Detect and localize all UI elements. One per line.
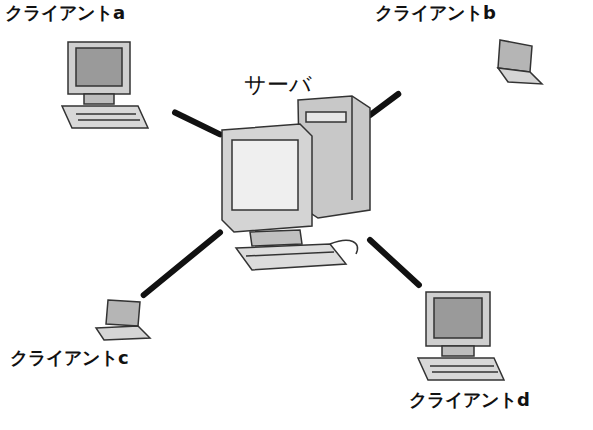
node-label: クライアントb xyxy=(375,2,496,24)
node-label: サーバ xyxy=(244,72,312,98)
server-icon xyxy=(222,96,370,270)
server-node: サーバ xyxy=(220,72,370,270)
node-label: クライアントd xyxy=(409,389,530,411)
network-cable xyxy=(370,240,419,285)
client-node: クライアントb xyxy=(375,2,545,94)
node-label: クライアントc xyxy=(10,347,129,369)
desktop-icon xyxy=(418,292,504,380)
network-cable xyxy=(175,112,220,134)
desktop-icon xyxy=(62,42,148,128)
node-label: クライアントa xyxy=(5,2,125,24)
network-cable xyxy=(370,94,398,115)
laptop-icon xyxy=(498,40,542,84)
client-node: クライアントc xyxy=(10,295,170,383)
client-node: クライアントa xyxy=(5,2,175,140)
network-cable xyxy=(144,232,220,295)
client-node: クライアントd xyxy=(405,285,585,425)
laptop-icon xyxy=(96,300,150,340)
